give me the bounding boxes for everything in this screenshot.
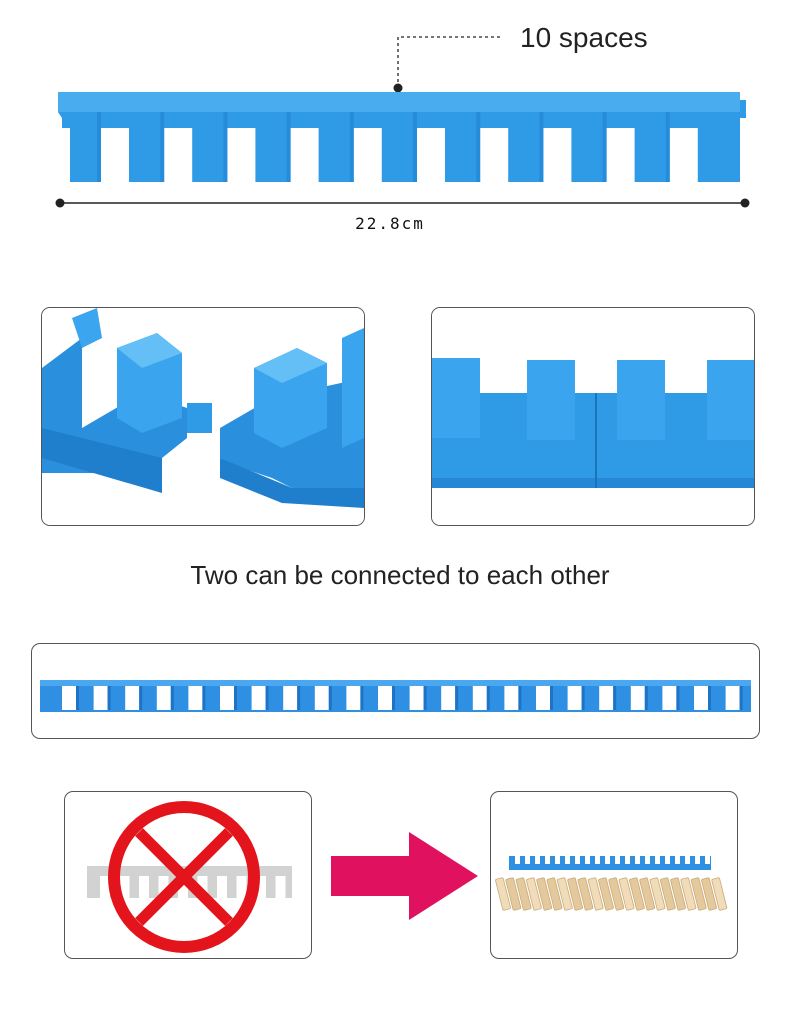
dimension-label: 22.8cm <box>355 214 425 233</box>
leader-dot <box>393 83 403 93</box>
leader-line <box>397 36 500 88</box>
prohibited-icon <box>108 801 260 953</box>
incorrect-usage-panel <box>64 791 312 959</box>
correct-usage-panel <box>490 791 738 959</box>
comb-illustration <box>55 36 750 208</box>
connection-detail-right <box>431 307 755 526</box>
comb-body <box>58 92 746 186</box>
connection-caption: Two can be connected to each other <box>190 560 610 590</box>
spaces-label: 10 spaces <box>520 22 648 53</box>
right-arrow-icon <box>331 832 478 920</box>
long-comb-illustration <box>40 680 751 712</box>
connection-detail-left <box>41 307 365 526</box>
connected-combs-panel <box>31 643 760 739</box>
hero-product-image <box>0 0 800 250</box>
